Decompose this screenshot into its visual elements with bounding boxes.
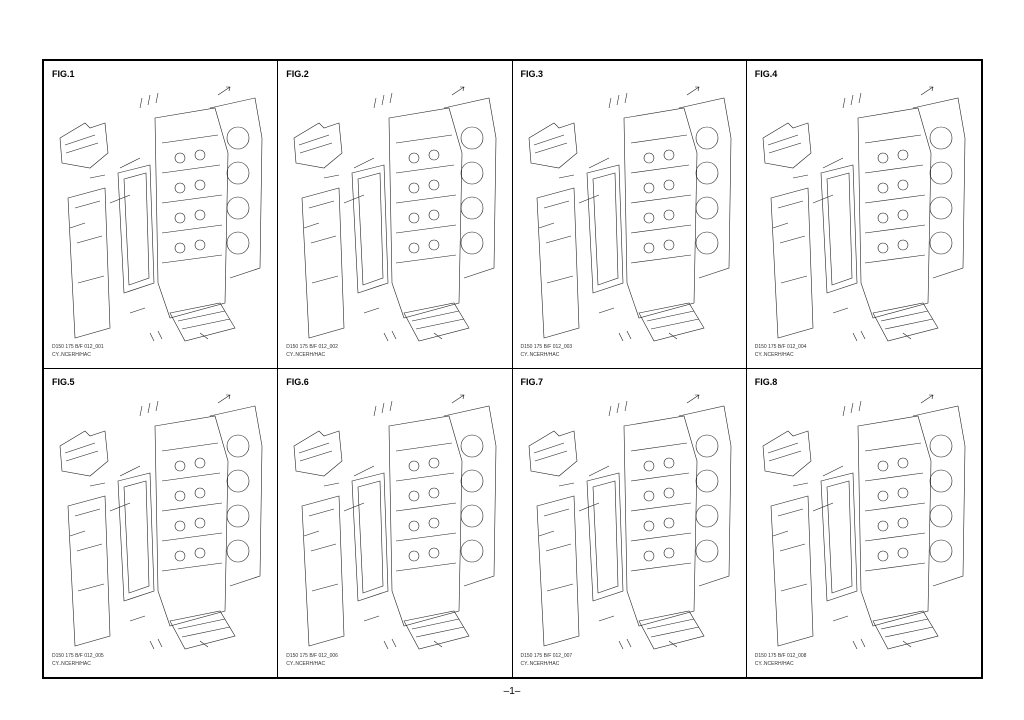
figure-code: D150 175 B/F 012_003 <box>520 344 573 350</box>
figure-model: CY..NCERH/HAC <box>754 352 794 358</box>
figure-label: FIG.5 <box>52 377 75 387</box>
figure-label: FIG.2 <box>286 69 309 79</box>
exploded-parts-diagram <box>753 391 973 653</box>
figure-model: CY..NCERH/HAC <box>286 352 326 358</box>
figure-code: D150 175 B/F 012_007 <box>520 653 573 659</box>
figure-model: CY..NCERH/HAC <box>52 661 91 667</box>
exploded-parts-diagram <box>284 83 504 345</box>
exploded-parts-diagram <box>519 391 739 653</box>
exploded-parts-diagram <box>753 83 973 345</box>
figure-model: CY..NCERH/HAC <box>286 661 326 667</box>
exploded-parts-diagram <box>50 83 270 345</box>
figure-model: CY..NCERH/HAC <box>52 352 91 358</box>
exploded-parts-diagram <box>284 391 504 653</box>
figure-label: FIG.1 <box>52 69 75 79</box>
figure-label: FIG.8 <box>754 377 778 387</box>
figure-code: D150 175 B/F 012_005 <box>52 653 104 659</box>
figure-label: FIG.7 <box>520 377 544 387</box>
figure-label: FIG.6 <box>286 377 309 387</box>
exploded-parts-diagram <box>50 391 270 653</box>
figure-code: D150 175 B/F 012_001 <box>52 344 104 350</box>
figure-model: CY..NCERH/HAC <box>520 352 560 358</box>
figure-model: CY..NCERH/HAC <box>520 661 560 667</box>
figure-label: FIG.3 <box>520 69 544 79</box>
page-number: –1– <box>503 686 521 697</box>
figure-code: D150 175 B/F 012_008 <box>754 653 807 659</box>
figure-model: CY..NCERH/HAC <box>754 661 794 667</box>
figure-code: D150 175 B/F 012_002 <box>286 344 338 350</box>
figure-code: D150 175 B/F 012_004 <box>754 344 807 350</box>
figure-label: FIG.4 <box>754 69 778 79</box>
exploded-parts-diagram <box>519 83 739 345</box>
figure-code: D150 175 B/F 012_006 <box>286 653 338 659</box>
